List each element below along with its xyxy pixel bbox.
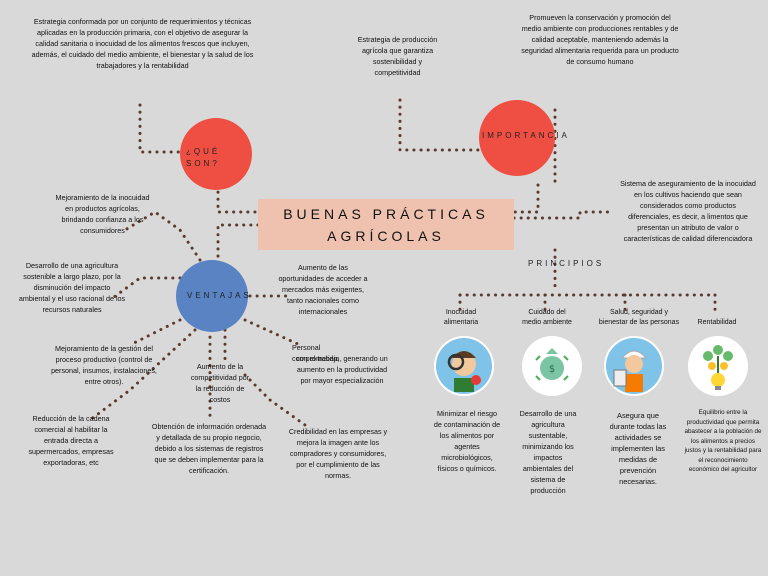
title-line-1: BUENAS PRÁCTICAS (283, 206, 489, 222)
ventaja-gestion: Mejoramiento de la gestión del proceso p… (51, 344, 157, 386)
principio-label-2: Cuidado del medio ambiente (522, 309, 572, 326)
title-line-2: AGRÍCOLAS (327, 228, 445, 244)
worker-icon (604, 336, 664, 396)
que-son-label: ¿QUÉ SON? (186, 147, 221, 168)
que-son-node (180, 118, 252, 190)
ventajas-label: VENTAJAS (187, 291, 252, 300)
importancia-text-2: Promueven la conservación y promoción de… (521, 13, 679, 66)
principio-desc-3: Asegura que durante todas las actividade… (609, 411, 667, 486)
principios-label: PRINCIPIOS (528, 259, 605, 268)
importancia-text-3: Sistema de aseguramiento de la inocuidad… (620, 179, 756, 243)
importancia-text-1: Estrategia de producción agrícola que ga… (357, 35, 438, 77)
svg-text:$: $ (549, 364, 555, 375)
main-title: BUENAS PRÁCTICAS AGRÍCOLAS (258, 199, 514, 250)
principio-desc-1: Minimizar el riesgo de contaminación de … (433, 409, 501, 473)
principio-label-1: Inocuidad alimentaria (443, 309, 479, 326)
principio-desc-4: Equilibrio entre la productividad que pe… (684, 409, 762, 473)
ventaja-cadena: Reducción de la cadena comercial al habi… (28, 414, 114, 467)
ventaja-informacion: Obtención de información ordenada y deta… (151, 422, 267, 475)
ventaja-competitividad: Aumento de la competitividad por la redu… (190, 362, 250, 404)
principio-label-3: Salud, seguridad y bienestar de las pers… (598, 309, 680, 326)
money-plant-icon (688, 336, 748, 396)
ventaja-inocuidad: Mejoramiento de la inocuidad en producto… (55, 193, 150, 235)
ventaja-sostenible: Desarrollo de una agricultura sostenible… (18, 261, 126, 314)
principio-desc-2: Desarrollo de una agricultura sustentabl… (519, 409, 577, 495)
importancia-node (479, 100, 555, 176)
ventaja-personal-1: Personal comprometido, (292, 343, 340, 363)
ventajas-node (176, 260, 248, 332)
ventaja-credibilidad: Credibilidad en las empresas y mejora la… (288, 427, 388, 480)
ventaja-personal-2: con el trabajo, generando un aumento en … (296, 354, 388, 385)
que-son-definition: Estrategia conformada por un conjunto de… (31, 17, 254, 70)
principio-label-4: Rentabilidad (697, 319, 737, 326)
environment-icon: $ (522, 336, 582, 396)
importancia-label: IMPORTANCIA (482, 131, 570, 140)
inspector-icon (434, 336, 494, 396)
ventaja-mercados: Aumento de las oportunidades de acceder … (278, 263, 368, 316)
